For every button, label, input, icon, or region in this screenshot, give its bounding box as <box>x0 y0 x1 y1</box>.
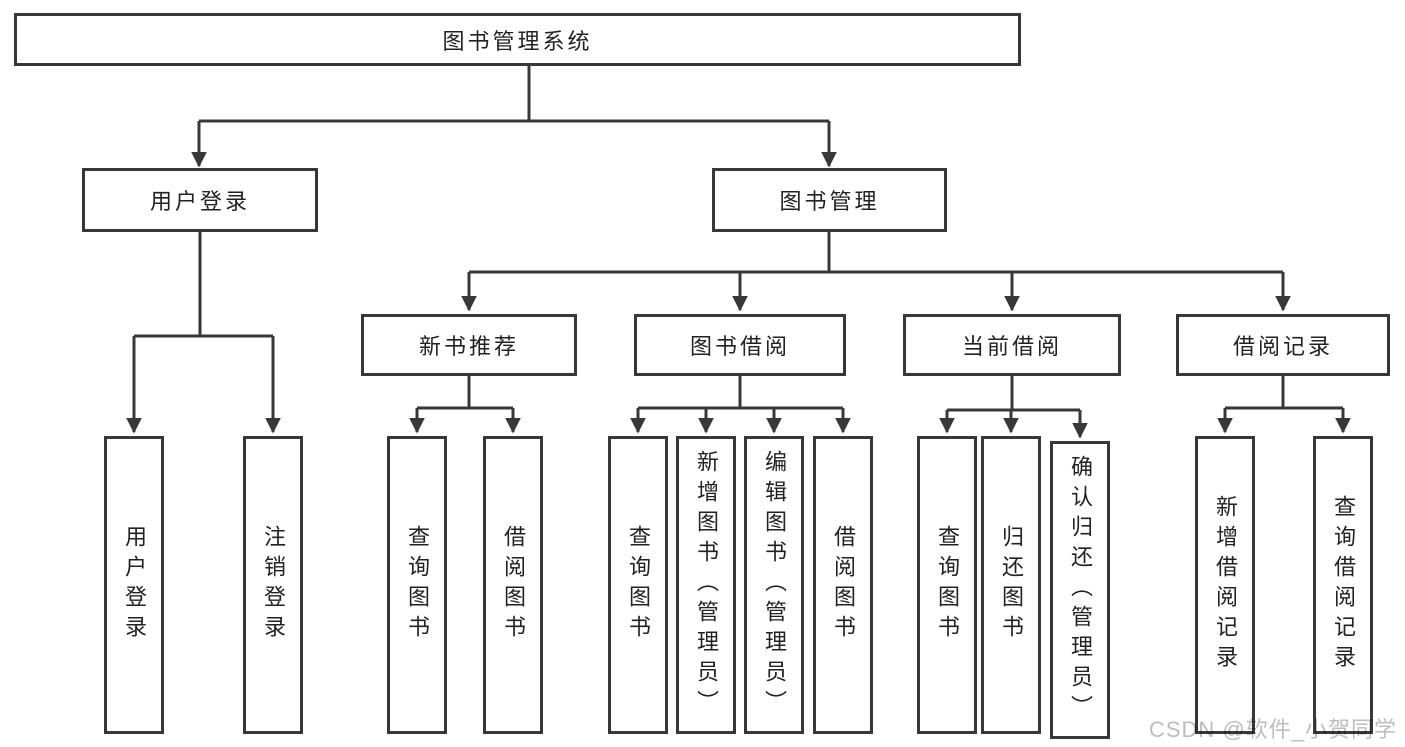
node-current-borrow: 当前借阅 <box>903 314 1121 376</box>
csdn-watermark: CSDN @软件_小贺同学 <box>1148 717 1397 742</box>
leaf-borrow-borrow-book: 借阅图书 <box>813 436 873 734</box>
leaf-user-login: 用户登录 <box>104 436 164 734</box>
node-new-book-recommend: 新书推荐 <box>361 314 577 376</box>
leaf-logout: 注销登录 <box>243 436 303 734</box>
leaf-current-return-book: 归还图书 <box>981 436 1041 734</box>
leaf-current-query-book: 查询图书 <box>917 436 977 734</box>
node-borrow-record: 借阅记录 <box>1176 314 1390 376</box>
leaf-borrow-edit-book-admin: 编辑图书（管理员） <box>744 436 804 734</box>
leaf-record-add-record: 新增借阅记录 <box>1195 436 1255 734</box>
leaf-record-query-record: 查询借阅记录 <box>1313 436 1373 734</box>
node-user-login: 用户登录 <box>82 168 318 232</box>
leaf-borrow-query-book: 查询图书 <box>608 436 668 734</box>
node-book-mgmt: 图书管理 <box>712 168 947 232</box>
node-book-borrow: 图书借阅 <box>634 314 846 376</box>
node-library-system: 图书管理系统 <box>14 13 1021 66</box>
leaf-current-confirm-return-admin: 确认归还（管理员） <box>1050 441 1110 739</box>
leaf-newbook-query-book: 查询图书 <box>387 436 447 734</box>
leaf-newbook-borrow-book: 借阅图书 <box>483 436 543 734</box>
leaf-borrow-add-book-admin: 新增图书（管理员） <box>676 436 736 734</box>
